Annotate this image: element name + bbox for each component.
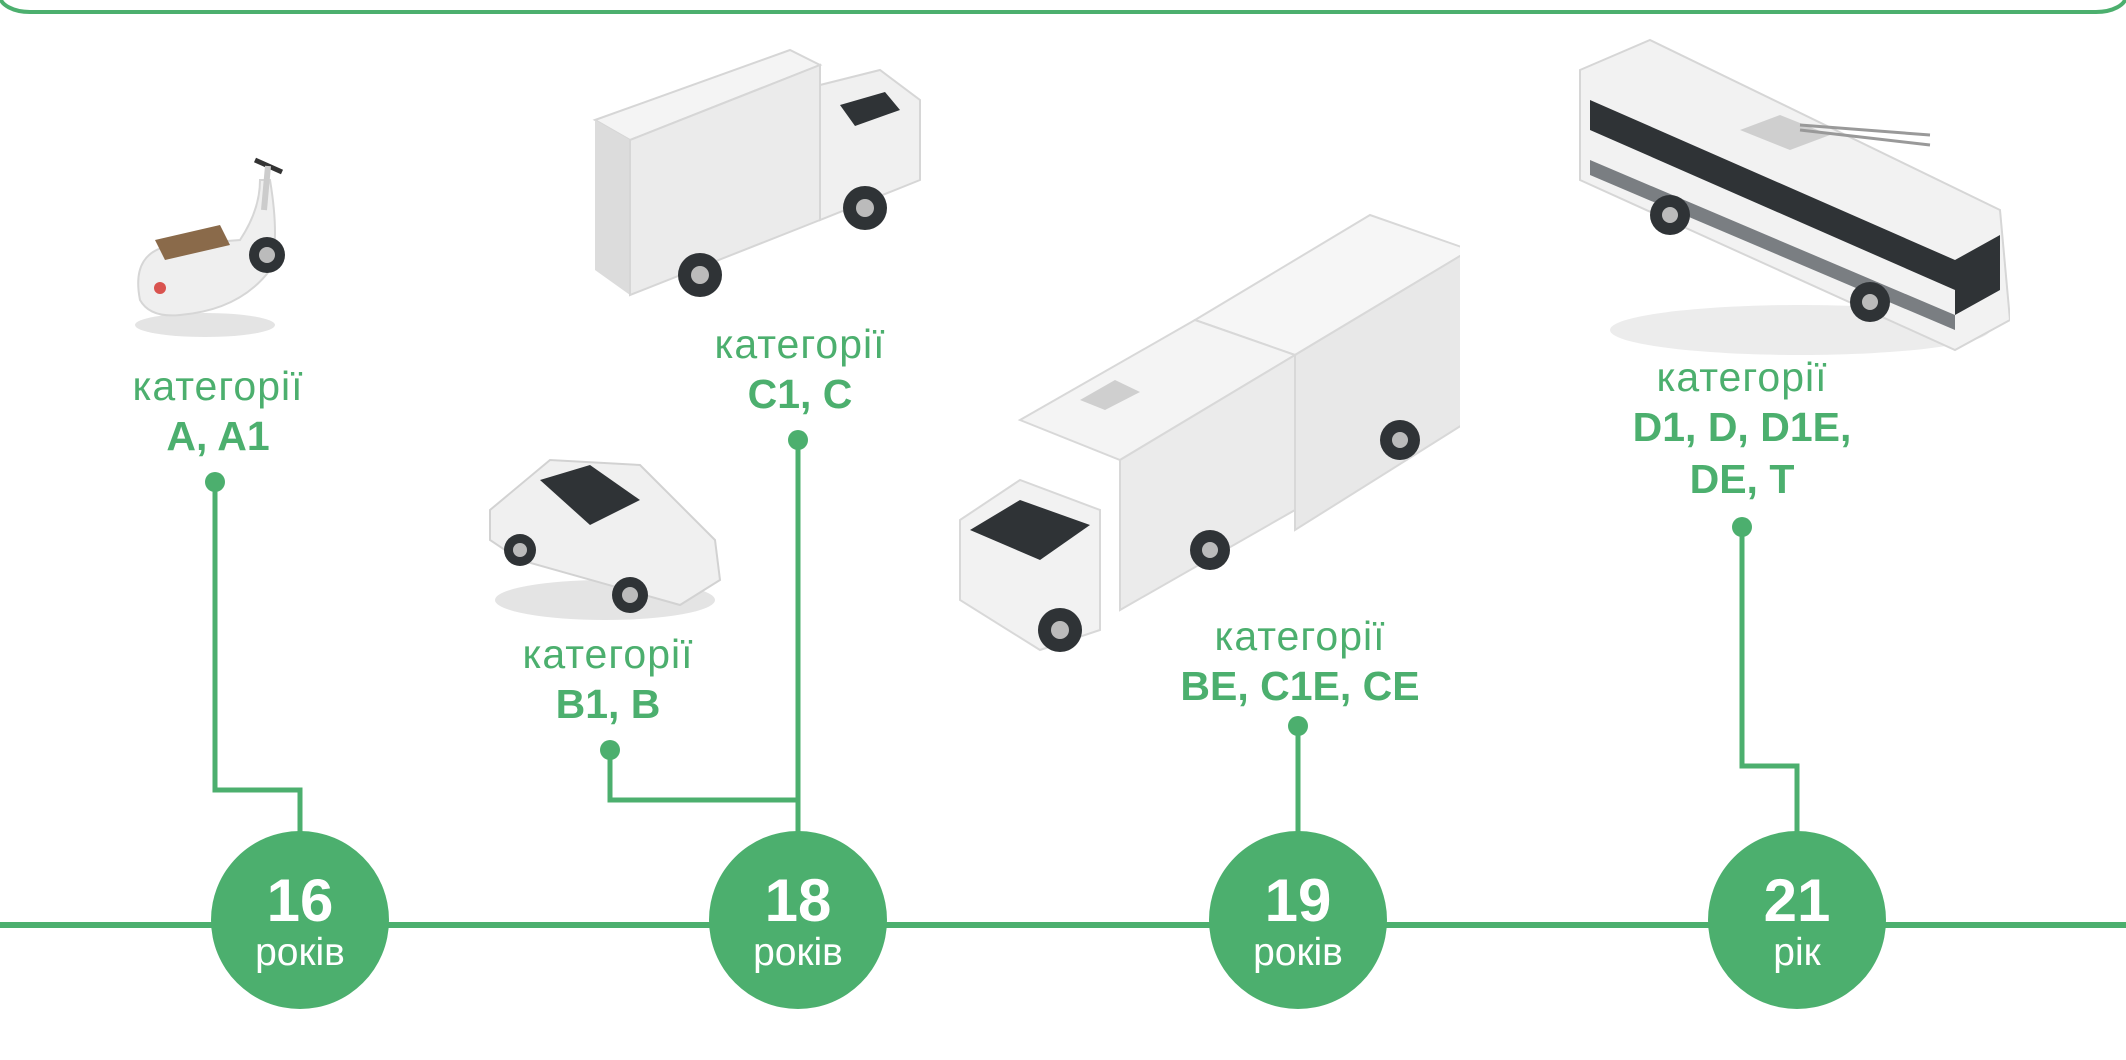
connector-d xyxy=(1739,527,1800,840)
car-icon xyxy=(489,458,722,620)
age-unit: рік xyxy=(1773,931,1821,974)
age-circle-18: 18 років xyxy=(709,831,887,1009)
label-car: категорії B1, B xyxy=(522,630,693,730)
age-number: 18 xyxy=(764,867,832,934)
caption-text: категорії xyxy=(132,363,304,409)
categories-text: A, A1 xyxy=(166,413,270,459)
categories-text: BE, C1E, CE xyxy=(1180,663,1420,709)
truck-icon xyxy=(592,48,921,297)
age-unit: років xyxy=(753,931,843,974)
truck-trailer-icon xyxy=(959,213,1460,652)
connector-b xyxy=(607,750,798,803)
age-number: 16 xyxy=(266,867,334,934)
label-truck-trailer: категорії BE, C1E, CE xyxy=(1180,612,1419,712)
label-scooter: категорії A, A1 xyxy=(132,362,303,462)
connector-a xyxy=(212,482,303,840)
categories-text: B1, B xyxy=(555,681,661,727)
caption-text: категорії xyxy=(1656,354,1828,400)
age-circle-19: 19 років xyxy=(1209,831,1387,1009)
trolleybus-icon xyxy=(1579,38,2010,355)
age-unit: років xyxy=(1253,931,1343,974)
scooter-icon xyxy=(135,157,285,337)
label-truck: категорії C1, C xyxy=(714,320,885,420)
caption-text: категорії xyxy=(522,631,694,677)
age-unit: років xyxy=(255,931,345,974)
label-trolleybus: категорії D1, D, D1E, DE, T xyxy=(1612,353,1872,505)
age-circle-16: 16 років xyxy=(211,831,389,1009)
caption-text: категорії xyxy=(714,321,886,367)
age-number: 19 xyxy=(1264,867,1332,934)
categories-text: D1, D, D1E, DE, T xyxy=(1632,404,1852,502)
age-circle-21: 21 рік xyxy=(1708,831,1886,1009)
age-number: 21 xyxy=(1763,867,1831,934)
categories-text: C1, C xyxy=(747,371,853,417)
caption-text: категорії xyxy=(1214,613,1386,659)
